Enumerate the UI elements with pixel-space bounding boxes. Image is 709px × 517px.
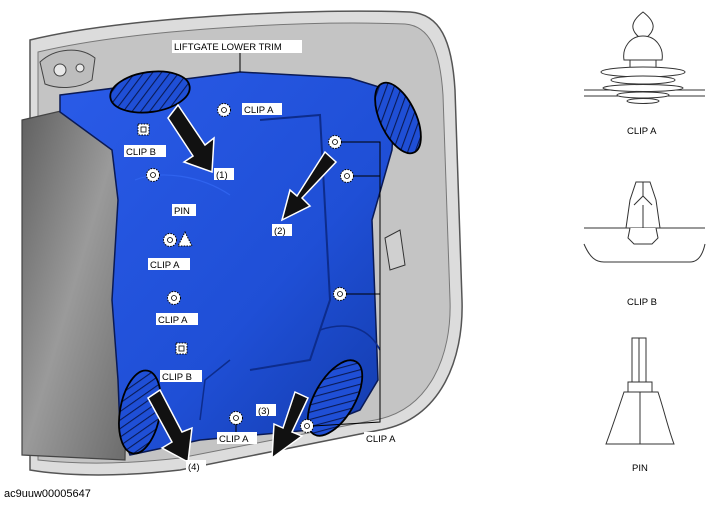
clip-a-markers <box>146 103 354 433</box>
clip-a-label: CLIP A <box>219 434 249 445</box>
leader-lines <box>235 50 381 432</box>
pin-icon <box>177 230 193 247</box>
pin-detail <box>605 337 675 445</box>
arrow-step-1 <box>167 103 215 174</box>
clip-b-icon <box>175 342 188 355</box>
clip-a-icon <box>146 168 160 182</box>
pin-label: PIN <box>174 206 190 217</box>
step-4-callout: (4) <box>188 462 200 473</box>
clip-a-icon <box>167 291 181 305</box>
clip-a-detail-label: CLIP A <box>627 126 657 137</box>
liftgate-lower-trim-label: LIFTGATE LOWER TRIM <box>174 42 282 53</box>
clip-a-icon <box>340 169 354 183</box>
clip-b-label: CLIP B <box>162 372 192 383</box>
clip-a-icon <box>163 233 177 247</box>
step-1-callout: (1) <box>216 170 228 181</box>
clip-b-detail-label: CLIP B <box>627 297 657 308</box>
arrow-step-3 <box>271 390 310 460</box>
clip-a-icon <box>217 103 231 117</box>
clip-a-icon <box>328 135 342 149</box>
arrow-step-2 <box>280 150 338 222</box>
clip-a-detail <box>584 11 705 104</box>
hatched-area-bottom-right <box>306 359 364 437</box>
clip-b-icon <box>137 123 150 136</box>
pin-detail-label: PIN <box>632 463 648 474</box>
clip-a-icon <box>229 411 243 425</box>
clip-a-label: CLIP A <box>366 434 396 445</box>
clip-a-icon <box>300 419 314 433</box>
hatched-area-top-left <box>109 70 191 114</box>
clip-a-label: CLIP A <box>158 315 188 326</box>
arrow-step-4 <box>147 388 193 464</box>
clip-b-detail <box>583 181 706 263</box>
clip-a-icon <box>333 287 347 301</box>
step-2-callout: (2) <box>274 226 286 237</box>
clip-a-label: CLIP A <box>244 105 274 116</box>
latch-bracket <box>384 229 406 271</box>
hatched-area-top-right <box>374 81 422 155</box>
figure-id: ac9uuw00005647 <box>4 488 91 500</box>
clip-b-label: CLIP B <box>126 147 156 158</box>
removal-arrows <box>147 103 338 464</box>
clip-a-label: CLIP A <box>150 260 180 271</box>
clip-b-markers <box>137 123 188 355</box>
hinge-bracket <box>39 49 96 88</box>
step-3-callout: (3) <box>258 406 270 417</box>
